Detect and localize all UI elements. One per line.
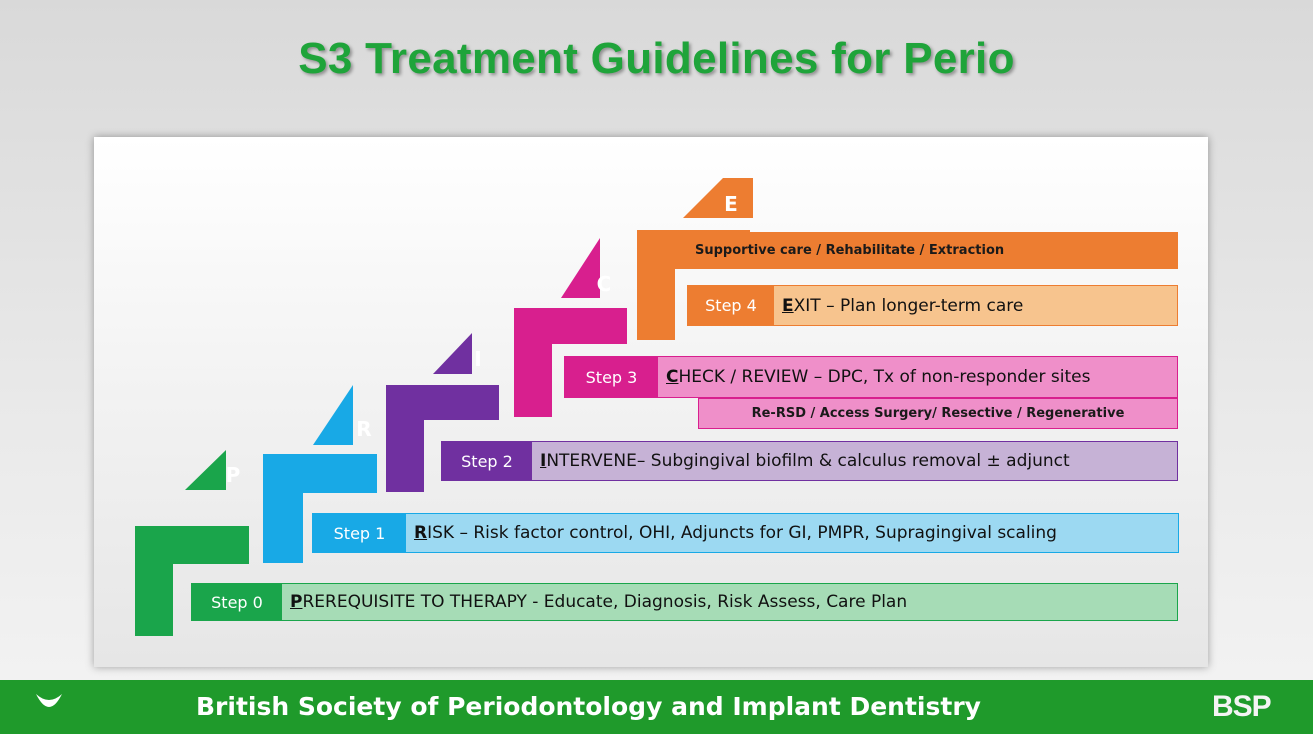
stair-marker-c	[561, 238, 600, 298]
stair-letter-p: P	[226, 463, 241, 487]
step-2-bar: Step 2 INTERVENE– Subgingival biofilm & …	[441, 441, 1178, 481]
step-4-bar: Step 4 EXIT – Plan longer-term care	[687, 285, 1178, 326]
stair-letter-e: E	[724, 192, 738, 216]
step-1-text: RISK – Risk factor control, OHI, Adjunct…	[406, 523, 1057, 543]
bsp-logo: BSP	[1212, 690, 1272, 723]
step-2-tag: Step 2	[442, 442, 532, 480]
step-4-initial: E	[782, 295, 794, 316]
step-0-rest: REREQUISITE TO THERAPY - Educate, Diagno…	[302, 592, 908, 612]
step-4-sub-bar: Supportive care / Rehabilitate / Extract…	[637, 232, 1178, 269]
smile-logo-icon	[36, 694, 62, 707]
step-2-rest: NTERVENE– Subgingival biofilm & calculus…	[546, 451, 1070, 471]
step-3-bar: Step 3 CHECK / REVIEW – DPC, Tx of non-r…	[564, 356, 1178, 398]
stair-letter-i: I	[474, 347, 481, 371]
step-3-text: CHECK / REVIEW – DPC, Tx of non-responde…	[658, 367, 1090, 387]
stair-step-r	[263, 454, 377, 563]
step-0-initial: P	[290, 592, 303, 612]
stair-step-i	[386, 385, 499, 492]
step-0-text: PREREQUISITE TO THERAPY - Educate, Diagn…	[282, 592, 907, 612]
stair-step-c	[514, 308, 627, 417]
step-1-rest: ISK – Risk factor control, OHI, Adjuncts…	[427, 523, 1057, 543]
step-1-bar: Step 1 RISK – Risk factor control, OHI, …	[312, 513, 1179, 553]
step-1-tag: Step 1	[313, 514, 406, 552]
step-3-sub-bar: Re-RSD / Access Surgery/ Resective / Reg…	[698, 398, 1178, 429]
stair-letter-r: R	[356, 417, 371, 441]
footer-text: British Society of Periodontology and Im…	[196, 692, 981, 721]
step-2-initial: I	[540, 451, 547, 471]
stair-step-p	[135, 526, 249, 636]
step-1-initial: R	[414, 523, 428, 543]
step-0-tag: Step 0	[192, 584, 282, 620]
stair-marker-i	[433, 333, 472, 374]
stair-marker-e	[683, 178, 753, 218]
step-3-tag: Step 3	[565, 357, 658, 397]
step-3-rest: HECK / REVIEW – DPC, Tx of non-responder…	[678, 367, 1091, 387]
step-4-text: EXIT – Plan longer-term care	[774, 296, 1023, 316]
step-0-bar: Step 0 PREREQUISITE TO THERAPY - Educate…	[191, 583, 1178, 621]
step-4-tag: Step 4	[688, 286, 774, 325]
page-title: S3 Treatment Guidelines for Perio	[298, 34, 1015, 83]
footer-bar: British Society of Periodontology and Im…	[0, 680, 1313, 734]
step-4-rest: XIT – Plan longer-term care	[793, 295, 1024, 316]
step-3-initial: C	[666, 367, 679, 387]
stair-marker-r	[313, 385, 353, 445]
stair-letter-c: C	[597, 272, 612, 296]
stair-marker-p	[185, 450, 226, 490]
step-2-text: INTERVENE– Subgingival biofilm & calculu…	[532, 451, 1070, 471]
